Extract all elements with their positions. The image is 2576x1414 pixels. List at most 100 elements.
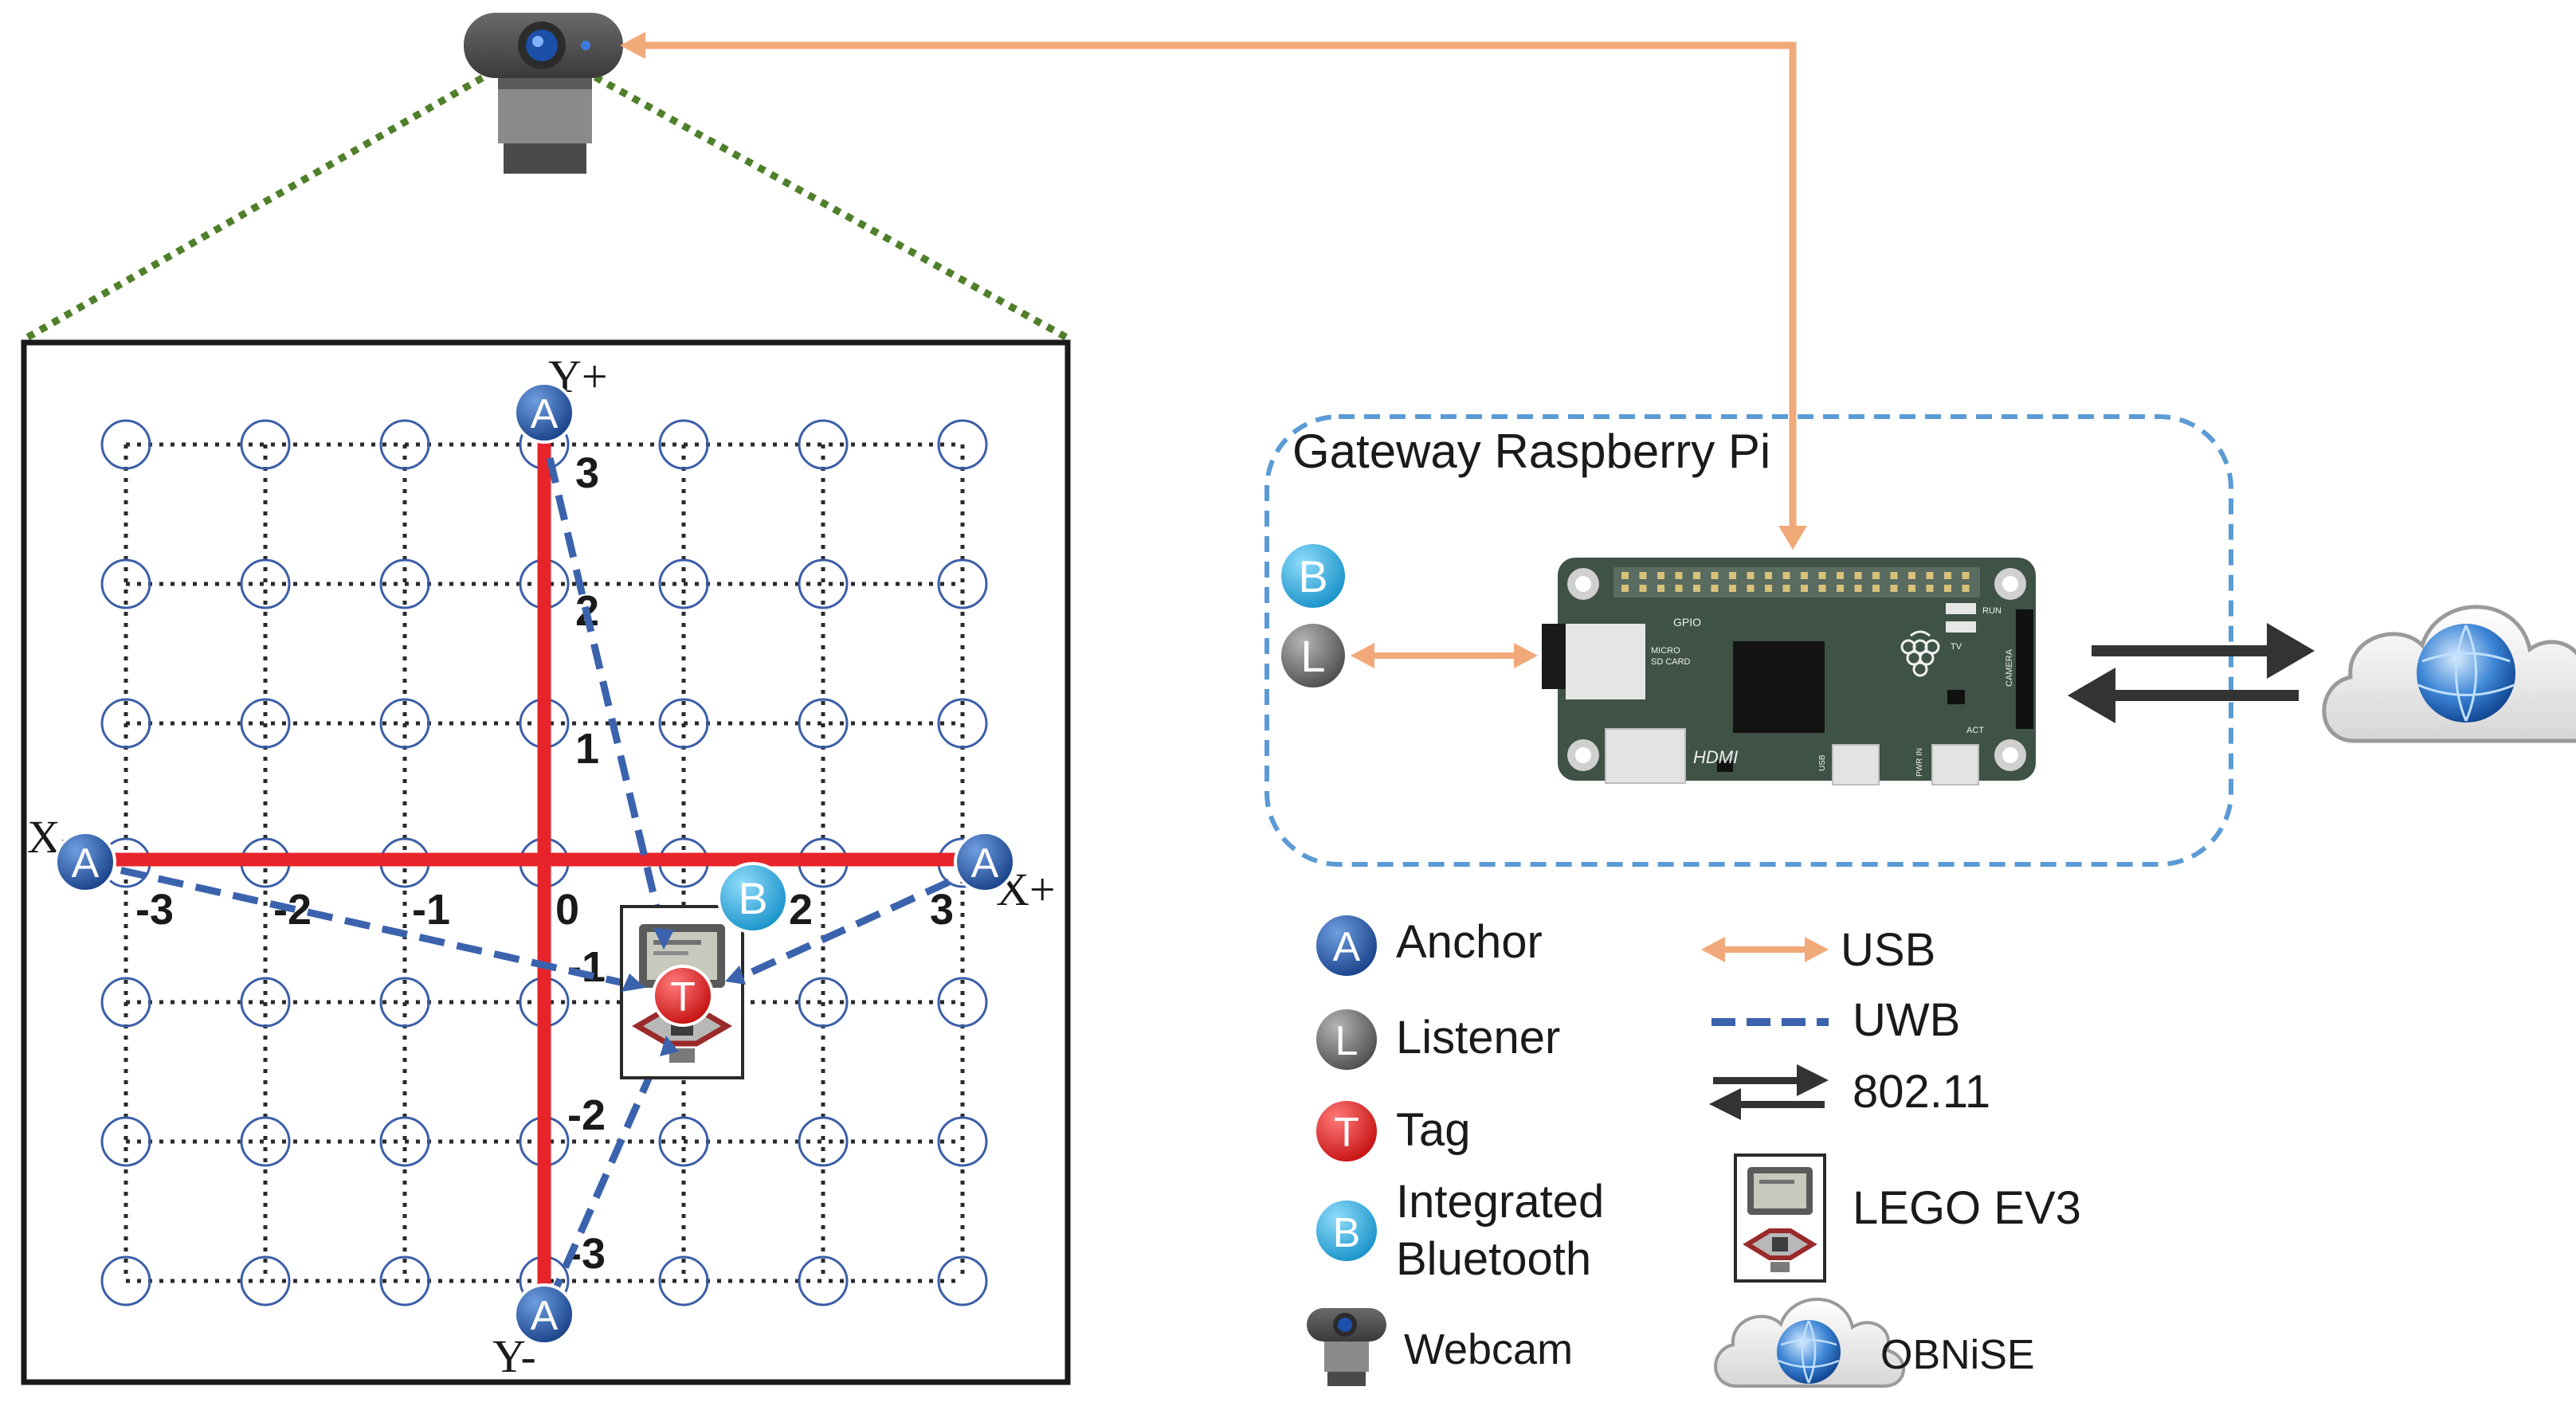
anchor-badge-right: A bbox=[954, 831, 1016, 893]
grid-marker bbox=[798, 558, 849, 609]
grid-marker bbox=[937, 698, 988, 749]
legend-label-webcam: Webcam bbox=[1404, 1326, 1573, 1373]
gpio-pin bbox=[1818, 585, 1826, 592]
gpio-pin bbox=[1782, 585, 1790, 592]
gpio-pin bbox=[1675, 572, 1683, 579]
gpio-pin bbox=[1675, 585, 1683, 592]
gateway-bluetooth-badge: B bbox=[1278, 541, 1348, 611]
grid-marker bbox=[100, 1116, 151, 1167]
legend-label-lego: LEGO EV3 bbox=[1853, 1182, 2081, 1234]
gpio-pin bbox=[1908, 585, 1915, 592]
legend-label-obnise: OBNiSE bbox=[1880, 1332, 2035, 1378]
badge-letter: L bbox=[1300, 631, 1325, 681]
obnise-cloud-icon bbox=[2322, 605, 2576, 743]
gpio-pin bbox=[1747, 585, 1755, 592]
gpio-pin bbox=[1837, 585, 1844, 592]
legend-label-wifi: 802.11 bbox=[1853, 1066, 1990, 1118]
gpio-pin bbox=[1944, 585, 1951, 592]
grid-marker bbox=[658, 1255, 709, 1306]
grid-marker bbox=[100, 1255, 151, 1306]
grid-marker bbox=[798, 1116, 849, 1167]
gpio-pin bbox=[1926, 585, 1934, 592]
gpio-pin bbox=[1908, 572, 1915, 579]
gpio-pin bbox=[1693, 572, 1700, 579]
gateway-container bbox=[1264, 414, 2233, 867]
gpio-pin bbox=[1890, 572, 1898, 579]
grid-marker bbox=[240, 698, 291, 749]
tag-badge: T bbox=[652, 965, 714, 1027]
legend-label-bluetooth-line1: Integrated bbox=[1396, 1176, 1604, 1228]
gpio-pin bbox=[1657, 585, 1664, 592]
gpio-pin bbox=[1801, 585, 1808, 592]
legend-obnise-cloud-icon bbox=[1714, 1298, 1905, 1388]
gpio-pin bbox=[1639, 585, 1647, 592]
gpio-pin bbox=[1765, 572, 1772, 579]
board-label-usb: USB bbox=[1818, 754, 1827, 771]
raspberry-logo-icon bbox=[1900, 630, 1940, 677]
board-label-run: RUN bbox=[1982, 606, 2002, 616]
gpio-pin bbox=[1621, 572, 1629, 579]
board-label-hdmi: HDMI bbox=[1693, 747, 1738, 767]
grid-marker bbox=[100, 558, 151, 609]
grid-marker bbox=[100, 698, 151, 749]
webcam-view-cone bbox=[22, 46, 1072, 343]
grid-marker bbox=[379, 1116, 430, 1167]
legend-label-tag: Tag bbox=[1396, 1104, 1471, 1156]
legend: A Anchor L Listener T Tag B Integrated B… bbox=[1307, 912, 2081, 1388]
gpio-pin bbox=[1962, 585, 1970, 592]
usb-link-webcam-pi bbox=[620, 32, 1807, 550]
badge-letter: B bbox=[738, 873, 767, 923]
gpio-pin bbox=[1657, 572, 1664, 579]
grid-marker bbox=[379, 419, 430, 470]
grid-marker bbox=[100, 977, 151, 1028]
grid-marker bbox=[658, 558, 709, 609]
wifi-link-pi-cloud bbox=[2068, 623, 2315, 723]
badge-letter: A bbox=[1333, 924, 1361, 970]
gpio-pins bbox=[1621, 572, 1970, 592]
gpio-pin bbox=[1890, 585, 1898, 592]
board-label-pwr: PWR IN bbox=[1915, 748, 1924, 777]
legend-usb-icon bbox=[1701, 937, 1829, 962]
legend-wifi-icon bbox=[1709, 1064, 1829, 1120]
grid-marker bbox=[379, 1255, 430, 1306]
y-tick-label: -2 bbox=[567, 1091, 606, 1139]
y-tick-label: 3 bbox=[575, 449, 599, 497]
grid-marker bbox=[240, 1255, 291, 1306]
gpio-pin bbox=[1837, 572, 1844, 579]
gateway-listener-badge: L bbox=[1278, 621, 1348, 691]
x-tick-label: -1 bbox=[412, 886, 450, 934]
legend-label-uwb: UWB bbox=[1853, 994, 1960, 1046]
gpio-pin bbox=[1711, 572, 1719, 579]
grid-marker bbox=[798, 698, 849, 749]
gpio-pin bbox=[1926, 572, 1934, 579]
board-label-sdcard: SD CARD bbox=[1651, 657, 1691, 667]
gateway-title: Gateway Raspberry Pi bbox=[1292, 425, 1770, 478]
grid-marker bbox=[240, 1116, 291, 1167]
legend-lego-ev3-icon bbox=[1734, 1154, 1826, 1283]
gpio-pin bbox=[1854, 585, 1862, 592]
grid-marker bbox=[798, 419, 849, 470]
grid-marker bbox=[937, 1116, 988, 1167]
gpio-pin bbox=[1944, 572, 1951, 579]
axis-direction-labels: Y+ Y- X- X+ bbox=[27, 351, 1056, 1382]
grid-marker bbox=[798, 977, 849, 1028]
x-tick-label: 2 bbox=[789, 886, 813, 934]
anchor-badge-left: A bbox=[54, 831, 116, 893]
anchor-badges: A A A A bbox=[54, 382, 1016, 1345]
gpio-pin bbox=[1711, 585, 1719, 592]
grid-marker bbox=[798, 1255, 849, 1306]
grid-marker bbox=[937, 558, 988, 609]
grid-marker bbox=[379, 558, 430, 609]
gpio-pin bbox=[1729, 585, 1736, 592]
board-label-camera: CAMERA bbox=[2005, 648, 2014, 687]
grid-marker bbox=[379, 977, 430, 1028]
badge-letter: B bbox=[1298, 551, 1327, 601]
x-tick-label: 0 bbox=[555, 886, 579, 934]
legend-label-bluetooth-line2: Bluetooth bbox=[1396, 1233, 1591, 1285]
gpio-pin bbox=[1818, 572, 1826, 579]
x-tick-label: 3 bbox=[930, 886, 954, 934]
uwb-arrowheads bbox=[621, 928, 746, 1056]
gpio-pin bbox=[1854, 572, 1862, 579]
badge-letter: T bbox=[1334, 1110, 1359, 1156]
grid-marker bbox=[240, 558, 291, 609]
